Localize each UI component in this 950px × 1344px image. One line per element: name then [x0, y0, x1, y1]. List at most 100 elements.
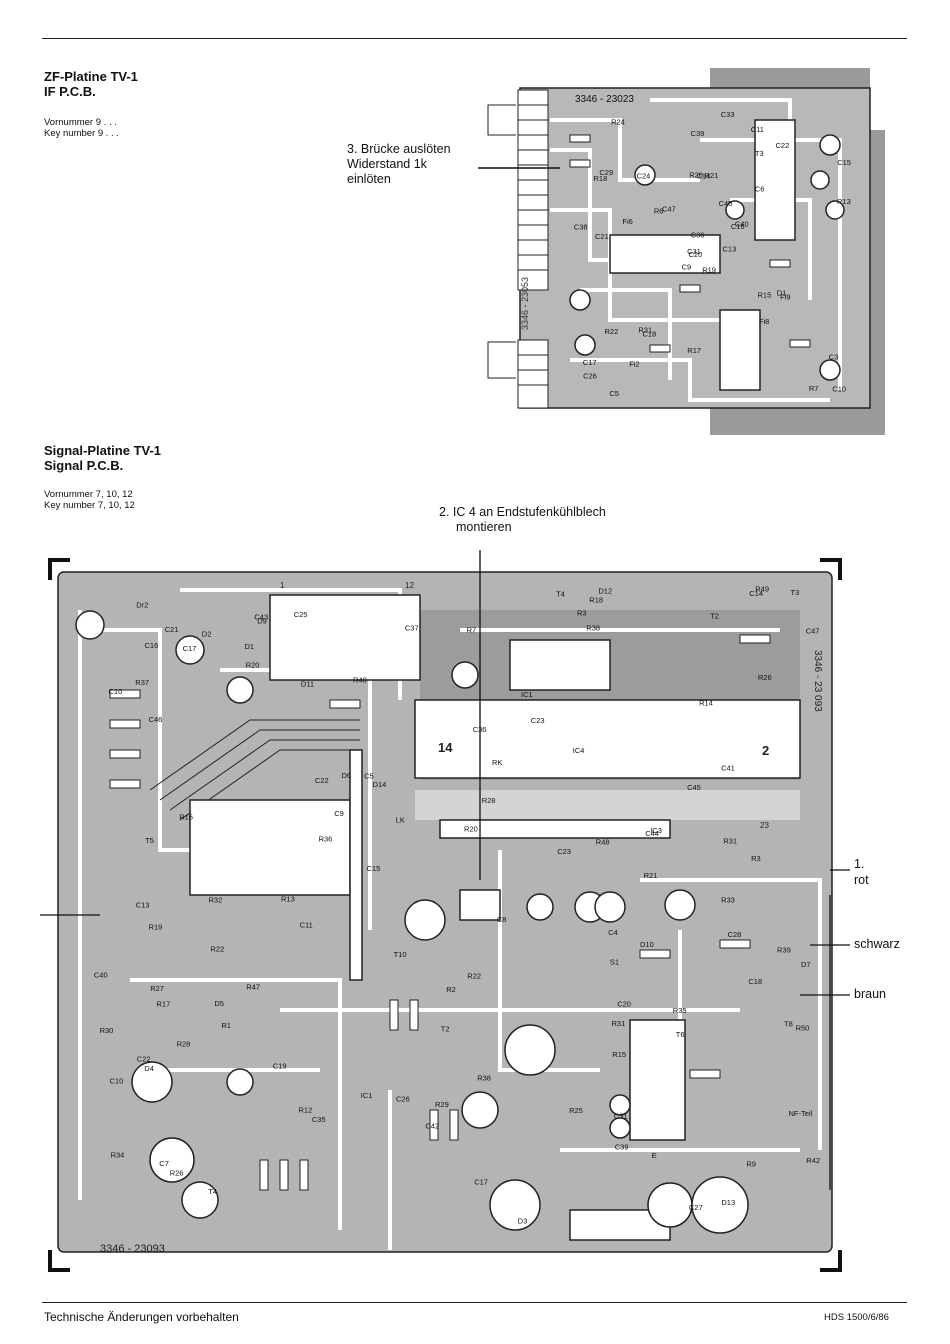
if-board-code: 3346 - 23023 [575, 94, 634, 105]
ic-pin-23: 23 [760, 821, 769, 830]
component-label: R49 [755, 585, 769, 594]
component-label: R15 [612, 1050, 626, 1059]
component-label: R3 [577, 608, 587, 617]
if-board-key: Vornummer 9 . . . Key number 9 . . . [44, 117, 119, 139]
component-label: R50 [796, 1023, 810, 1032]
component-label: R47 [246, 983, 260, 992]
if-board-title: ZF-Platine TV-1 IF P.C.B. [44, 69, 138, 99]
component-label: C9 [334, 809, 344, 818]
component-label: R7 [809, 384, 819, 393]
component-label: C38 [574, 223, 588, 232]
signal-note-line2: montieren [456, 520, 512, 534]
component-label: C11 [300, 921, 313, 930]
component-label: R2 [446, 985, 456, 994]
ic-pin-2: 2 [762, 743, 769, 758]
component-label: Dr2 [136, 601, 148, 610]
component-label: R26 [689, 171, 703, 180]
component-label: R29 [435, 1100, 449, 1109]
component-label: R18 [594, 174, 608, 183]
component-label: R34 [111, 1151, 125, 1160]
component-label: R16 [179, 812, 193, 821]
component-label: D12 [598, 587, 612, 596]
component-label: C21 [165, 625, 179, 634]
component-label: T8 [784, 1020, 793, 1029]
component-label: R7 [467, 626, 477, 635]
component-label: R1 [221, 1021, 231, 1030]
component-label: R38 [586, 624, 600, 633]
component-label: R9 [746, 1159, 756, 1168]
component-label: R21 [705, 171, 719, 180]
component-label: C20 [689, 250, 703, 259]
ic-pin-1: 1 [280, 581, 285, 590]
component-label: R48 [596, 838, 610, 847]
component-label: E [652, 1151, 657, 1160]
component-label: C40 [735, 220, 749, 229]
signal-board-title-en: Signal P.C.B. [44, 458, 124, 473]
component-label: T2 [710, 611, 719, 620]
component-label: C22 [776, 141, 790, 150]
component-label: C17 [583, 358, 597, 367]
component-label: C16 [731, 222, 745, 231]
component-label: R13 [281, 895, 295, 904]
component-label: C45 [687, 783, 701, 792]
component-label: R22 [211, 944, 225, 953]
component-label: NF-Teil [789, 1109, 813, 1118]
component-label: R31 [723, 837, 737, 846]
component-label: T3 [755, 149, 764, 158]
component-label: C15 [367, 864, 381, 873]
component-label: C7 [159, 1159, 169, 1168]
component-label: C10 [832, 384, 846, 393]
component-label: LK [396, 816, 405, 825]
component-label: C14 [749, 589, 763, 598]
component-label: C26 [583, 372, 597, 381]
component-label: R20 [246, 660, 260, 669]
component-label: R38 [477, 1074, 491, 1083]
component-label: C31 [614, 1112, 628, 1121]
component-label: R26 [758, 673, 772, 682]
if-board-key-de: Vornummer 9 . . . [44, 117, 117, 128]
component-label: C39 [615, 1142, 629, 1151]
signal-note-line1: 2. IC 4 an Endstufenkühlblech [439, 505, 606, 519]
component-label: Fi2 [629, 359, 639, 368]
component-label: T4 [208, 1187, 217, 1196]
component-label: C36 [473, 725, 487, 734]
component-label: R28 [482, 796, 496, 805]
component-label: D1 [777, 289, 787, 298]
signal-pcb-drawing: 3346 - 23093 3346 - 23 093 14 2 1 12 23 … [40, 550, 850, 1272]
component-label: C20 [617, 999, 631, 1008]
component-label: C18 [643, 330, 657, 339]
component-label: R37 [135, 678, 149, 687]
component-label: C47 [662, 205, 676, 214]
component-label: R17 [687, 346, 701, 355]
component-label: D2 [202, 630, 212, 639]
signal-board-code: 3346 - 23093 [100, 1243, 165, 1255]
component-label: IC4 [573, 746, 585, 755]
component-label: R22 [467, 972, 481, 981]
signal-board-key: Vornummer 7, 10, 12 Key number 7, 10, 12 [44, 489, 135, 511]
if-side-code: 3346 - 23053 [520, 277, 530, 330]
signal-right-code: 3346 - 23 093 [812, 650, 823, 712]
component-label: C27 [689, 1203, 703, 1212]
header-rule [42, 38, 907, 39]
component-label: C46 [149, 715, 163, 724]
component-label: R30 [100, 1026, 114, 1035]
if-note-line3: einlöten [347, 172, 391, 186]
component-label: C18 [748, 977, 762, 986]
component-label: C10 [109, 687, 123, 696]
component-label: D10 [640, 940, 654, 949]
if-note-line1: 3. Brücke auslöten [347, 142, 451, 156]
wire-label-rot: rot [854, 873, 869, 887]
component-label: C41 [721, 764, 735, 773]
signal-board-key-en: Key number 7, 10, 12 [44, 500, 135, 511]
component-label: Fi9 [780, 292, 790, 301]
component-label: C5 [609, 389, 619, 398]
component-label: C9 [682, 263, 692, 272]
wire-label-schwarz: schwarz [854, 937, 900, 951]
component-label: C3 [829, 353, 839, 362]
signal-board-title-de: Signal-Platine TV-1 [44, 443, 162, 458]
component-label: R31 [612, 1019, 626, 1028]
component-label: C45 [719, 199, 733, 208]
component-label: C33 [721, 110, 735, 119]
ic-pin-12: 12 [405, 581, 414, 590]
component-label: R31 [638, 325, 652, 334]
